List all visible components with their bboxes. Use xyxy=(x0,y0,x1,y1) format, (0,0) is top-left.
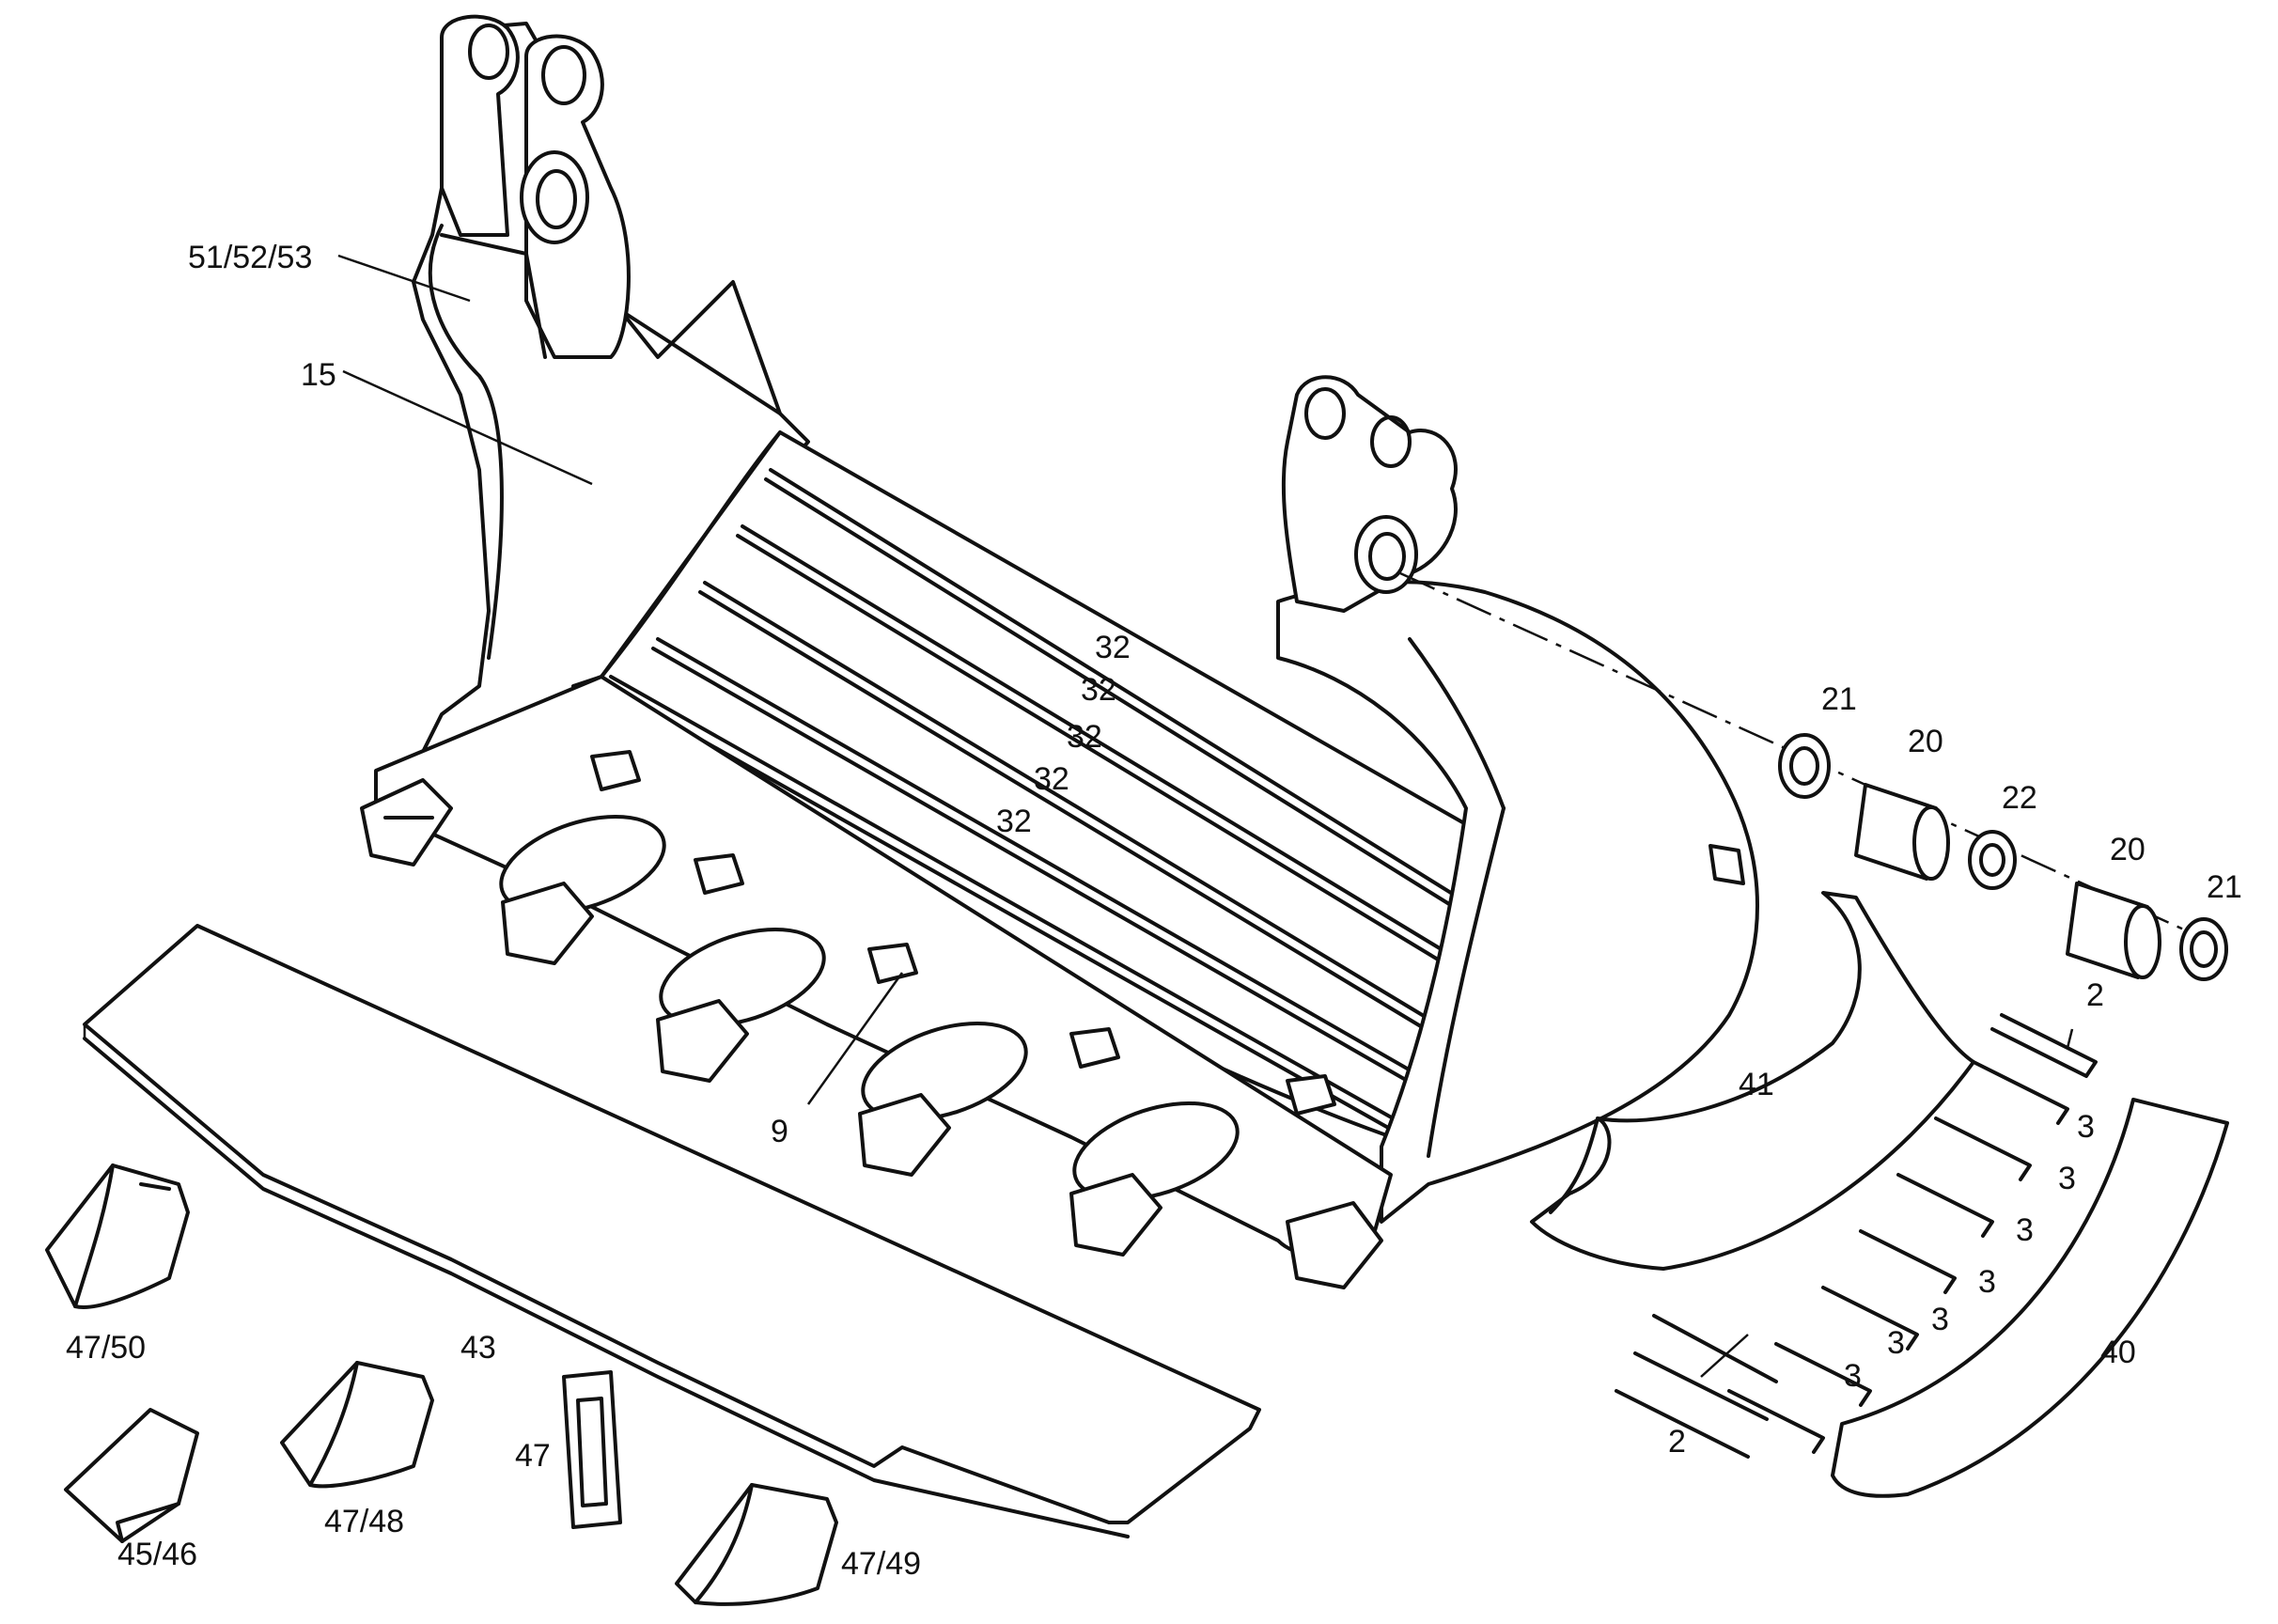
callout-3-5: 3 xyxy=(1931,1302,1949,1337)
callout-43: 43 xyxy=(460,1330,496,1366)
callout-47: 47 xyxy=(515,1438,551,1474)
tooth-47-50 xyxy=(45,1163,190,1309)
callout-32-5: 32 xyxy=(996,804,1032,839)
left-side-plate xyxy=(412,14,810,791)
tooth-4 xyxy=(858,1021,1028,1177)
callout-3-6: 3 xyxy=(1887,1325,1905,1361)
tooth-6 xyxy=(1286,1201,1383,1289)
callout-15: 15 xyxy=(301,357,336,393)
retainer-47 xyxy=(562,1370,622,1529)
seal-ring-left xyxy=(1778,733,1831,799)
segment-clip-5 xyxy=(1286,1074,1336,1116)
callout-47-49: 47/49 xyxy=(841,1546,921,1582)
callout-2-top: 2 xyxy=(2086,977,2104,1013)
callout-3-3: 3 xyxy=(2016,1212,2034,1248)
callout-40: 40 xyxy=(2100,1335,2136,1370)
segment-clip-1 xyxy=(590,750,641,791)
callout-51-52-53: 51/52/53 xyxy=(188,240,312,275)
wear-strips xyxy=(1615,1013,2098,1459)
segment-clip-3 xyxy=(867,943,918,984)
callout-32-1: 32 xyxy=(1095,630,1131,665)
callout-41: 41 xyxy=(1739,1067,1774,1102)
callout-32-2: 32 xyxy=(1081,672,1116,708)
callout-3-4: 3 xyxy=(1978,1264,1996,1300)
callout-47-48: 47/48 xyxy=(324,1504,404,1539)
callout-3-7: 3 xyxy=(1844,1358,1862,1394)
tooth-3 xyxy=(656,927,826,1083)
tooth-47-48 xyxy=(280,1361,434,1489)
tooth-2 xyxy=(499,814,666,965)
callout-47-50: 47/50 xyxy=(66,1330,146,1366)
leader-lines xyxy=(337,254,2074,1378)
lip-wear-bar xyxy=(83,924,1261,1538)
callout-32-4: 32 xyxy=(1034,761,1069,797)
callout-20-left: 20 xyxy=(1908,724,1943,759)
callout-20-right: 20 xyxy=(2110,832,2145,867)
tooth-1 xyxy=(360,778,453,867)
callout-21-right: 21 xyxy=(2207,869,2242,905)
clip-45-46 xyxy=(64,1408,199,1543)
callout-9: 9 xyxy=(771,1114,788,1149)
callout-32-3: 32 xyxy=(1067,719,1102,755)
segment-clip-2 xyxy=(694,853,744,895)
callout-labels: 51/52/53 15 32 32 32 32 32 21 20 22 20 2… xyxy=(66,240,2242,1582)
bushing-right xyxy=(2066,882,2161,979)
bushing-left xyxy=(1854,783,1950,881)
tooth-47-49 xyxy=(675,1483,838,1606)
callout-21-left: 21 xyxy=(1821,681,1857,717)
curved-wear-plate xyxy=(1831,1098,2229,1498)
tooth-5 xyxy=(1069,1101,1240,1257)
seal-ring-right xyxy=(2179,917,2228,981)
callout-22: 22 xyxy=(2002,780,2037,816)
spacer-ring xyxy=(1968,830,2017,890)
callout-45-46: 45/46 xyxy=(117,1537,197,1572)
callout-2-bottom: 2 xyxy=(1668,1424,1686,1460)
callout-3-1: 3 xyxy=(2077,1109,2095,1145)
hinge-bushings xyxy=(1399,571,2228,981)
segment-clip-4 xyxy=(1069,1027,1120,1069)
cutting-lip-and-teeth xyxy=(360,675,1393,1289)
callout-3-2: 3 xyxy=(2058,1161,2076,1196)
